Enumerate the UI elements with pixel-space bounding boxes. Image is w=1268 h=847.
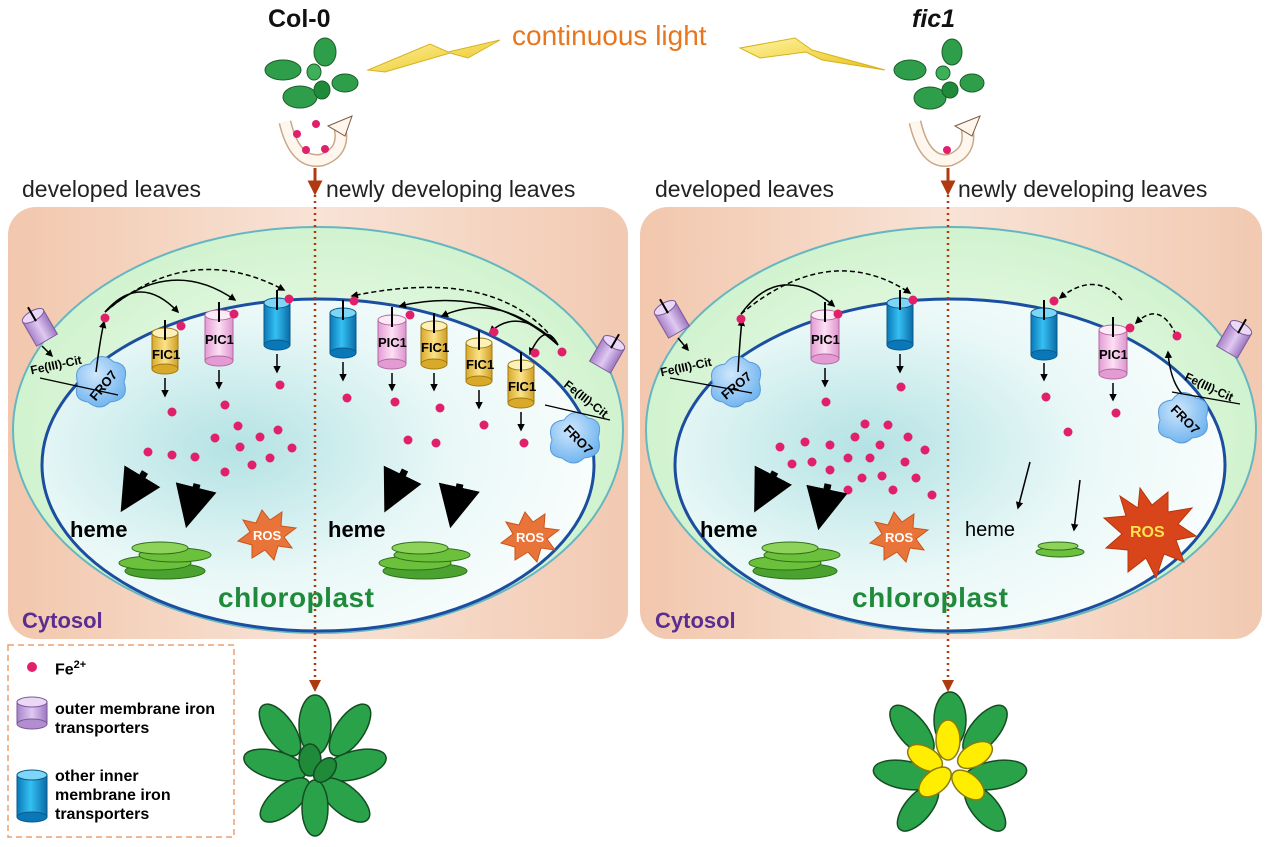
- region-developed-fic1: developed leaves: [655, 176, 835, 202]
- dotted-arrow-col0: [307, 168, 323, 692]
- fic1-transporter-1: [151, 320, 179, 375]
- pic1-transporter-4: [1098, 317, 1128, 380]
- inner-transporter-2: [329, 300, 357, 359]
- legend-fe-charge: 2+: [73, 659, 87, 671]
- seedling-col0: [264, 37, 359, 109]
- import-arrows-col0: [161, 354, 525, 432]
- thylakoid-stack-col0-2: [378, 541, 471, 580]
- fic1-label-3: FIC1: [466, 357, 495, 372]
- region-newly-col0: newly developing leaves: [326, 176, 576, 202]
- panel-col0: [8, 207, 628, 639]
- fic1-transporter-4: [507, 352, 535, 409]
- flow-arrows-fic1: [740, 270, 1177, 336]
- synthesis-arrows-col0: [120, 465, 480, 529]
- ros-burst-fic1-1: [868, 511, 930, 564]
- outer-transporter-left-1: [21, 306, 59, 358]
- pic1-label-3: PIC1: [811, 332, 840, 347]
- legend-fe-label: Fe2+: [55, 656, 86, 679]
- inner-transporter-1: [263, 290, 291, 351]
- ros-label-col0-2: ROS: [516, 530, 545, 545]
- thylakoid-stack-fic1-2: [1035, 541, 1085, 558]
- pic1-transporter-3: [810, 302, 840, 365]
- fic1-transporter-3: [465, 330, 493, 387]
- genotype-col0-label: Col-0: [268, 5, 331, 33]
- chloroplast-label-fic1: chloroplast: [852, 582, 1009, 613]
- fro7-right-2: [1157, 392, 1209, 444]
- import-arrows-fic1: [821, 354, 1117, 402]
- heme-label-fic1-left: heme: [700, 517, 758, 542]
- outer-transporter-right-2: [1215, 318, 1253, 359]
- chloroplast-label-col0: chloroplast: [218, 582, 375, 613]
- light-bolt-left: [366, 39, 501, 73]
- panel-fic1: [640, 207, 1262, 639]
- genotype-fic1-label: fic1: [912, 5, 956, 33]
- flow-arrows-col0: [104, 268, 559, 356]
- cytosol-label-fic1: Cytosol: [655, 608, 736, 633]
- heme-label-col0-left: heme: [70, 517, 128, 542]
- outer-transporter-left-2: [588, 333, 626, 374]
- legend-inner-membrane: other inner membrane iron transporters: [55, 768, 171, 823]
- pic1-transporter-1: [204, 302, 234, 367]
- ros-burst-col0-1: [236, 509, 298, 562]
- seedling-fic1: [893, 38, 985, 110]
- heme-label-fic1-right: heme: [965, 519, 1016, 541]
- legend-box: [7, 644, 235, 838]
- thylakoid-stack-fic1-1: [748, 541, 841, 580]
- legend-fe-text: Fe: [55, 661, 74, 679]
- light-bolt-right: [738, 37, 886, 71]
- fic1-label-4: FIC1: [508, 379, 537, 394]
- ros-label-fic1-1: ROS: [885, 530, 914, 545]
- pic1-label-2: PIC1: [378, 335, 407, 350]
- pic1-transporter-2: [377, 307, 407, 370]
- pic1-label-1: PIC1: [205, 332, 234, 347]
- fic1-label-2: FIC1: [421, 340, 450, 355]
- region-newly-fic1: newly developing leaves: [958, 176, 1208, 202]
- fe-dots-fic1: [736, 295, 1182, 500]
- legend-outer-membrane: outer membrane iron transporters: [55, 701, 216, 737]
- fro7-left-2: [549, 412, 601, 464]
- adult-plant-fic1: [872, 691, 1028, 832]
- inner-transporter-4: [1030, 300, 1058, 361]
- condition-label: continuous light: [512, 20, 707, 51]
- region-developed-col0: developed leaves: [22, 176, 202, 202]
- heme-label-col0-right: heme: [328, 517, 386, 542]
- inner-transporter-3: [886, 290, 914, 351]
- dotted-arrow-fic1: [940, 168, 956, 692]
- ros-burst-fic1-2: [1102, 486, 1198, 580]
- fro7-right-1: [710, 356, 762, 408]
- pic1-label-4: PIC1: [1099, 347, 1128, 362]
- thylakoid-stack-col0-1: [118, 541, 212, 580]
- ros-label-col0-1: ROS: [253, 528, 282, 543]
- cytosol-label-col0: Cytosol: [22, 608, 103, 633]
- synthesis-arrows-fic1-weak: [1015, 461, 1081, 532]
- synthesis-arrows-fic1: [754, 465, 848, 531]
- fe-dots-col0: [100, 294, 567, 477]
- fic1-label-1: FIC1: [152, 347, 181, 362]
- recycle-arrow-fic1: [908, 115, 981, 167]
- fic1-transporter-2: [420, 313, 448, 370]
- ros-burst-col0-2: [499, 511, 561, 564]
- ros-label-fic1-2: ROS: [1130, 524, 1165, 541]
- recycle-arrow-col0: [278, 115, 353, 167]
- adult-plant-col0: [243, 694, 387, 837]
- outer-transporter-right-1: [653, 298, 691, 352]
